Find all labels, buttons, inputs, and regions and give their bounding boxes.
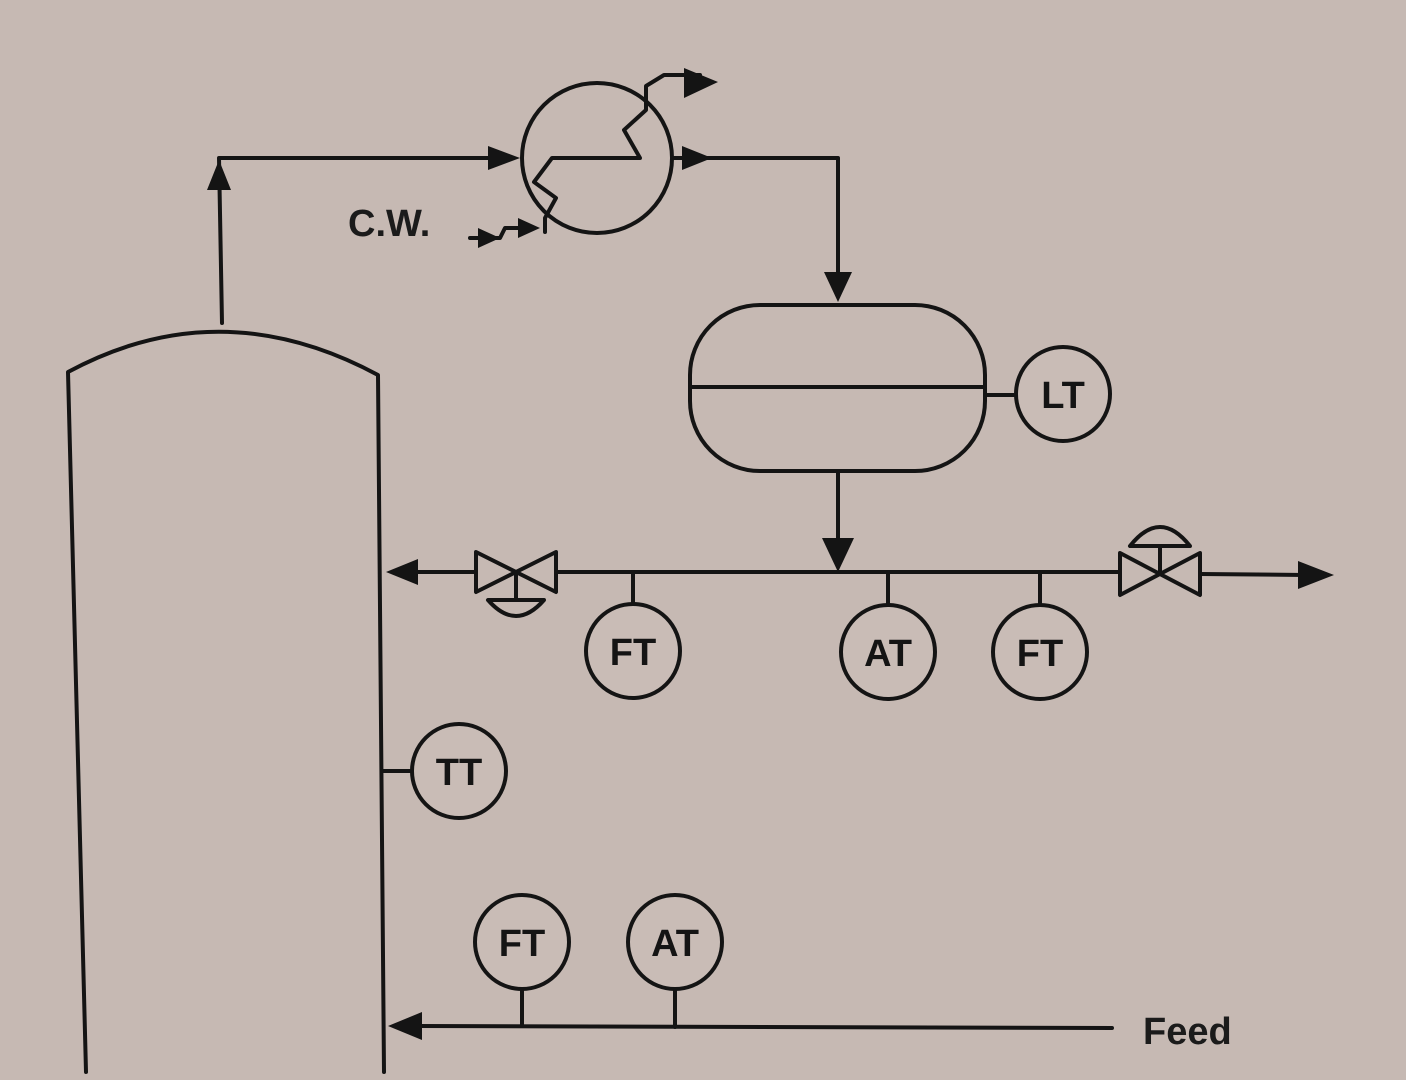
overhead-up-arrow [207, 160, 231, 190]
distillate-analyzer-bubble [839, 603, 937, 701]
level-transmitter-bubble [1014, 345, 1112, 443]
drum-outlet-arrow [822, 538, 854, 572]
cooling-water-in-arrow-2 [518, 218, 540, 238]
condensate-out-arrow [682, 146, 712, 170]
temperature-transmitter-tag: TT [436, 752, 482, 794]
feed-analyzer-tag: AT [651, 923, 699, 965]
feed-inlet-arrow [388, 1012, 422, 1040]
distillate-outlet-arrow [1298, 561, 1334, 589]
reflux-drum [688, 303, 987, 473]
feed-flow-transmitter-tag: FT [499, 923, 545, 965]
overhead-vapor-line [217, 156, 494, 325]
distillate-flow-transmitter-bubble [991, 603, 1089, 701]
reflux-to-column-arrow [386, 559, 418, 585]
feed-line [416, 1024, 1114, 1030]
reflux-flow-transmitter-bubble [584, 602, 682, 700]
level-transmitter-tag: LT [1041, 375, 1085, 417]
temperature-transmitter-bubble [410, 722, 508, 820]
distillate-analyzer-tag: AT [864, 633, 912, 675]
cooling-water-label: C.W. [348, 203, 430, 245]
distillate-control-valve [1118, 525, 1202, 597]
condenser-exchanger [520, 73, 702, 235]
reflux-control-valve [474, 550, 558, 618]
distillate-outlet-line [1198, 572, 1307, 577]
distillation-column [66, 329, 386, 1074]
feed-analyzer-bubble [626, 893, 724, 991]
feed-label: Feed [1143, 1011, 1232, 1053]
overhead-right-arrow [488, 146, 520, 170]
distillate-flow-transmitter-tag: FT [1017, 633, 1063, 675]
drum-inlet-arrow [824, 272, 852, 302]
reflux-flow-transmitter-tag: FT [610, 632, 656, 674]
condensate-line [670, 156, 840, 284]
feed-flow-transmitter-bubble [473, 893, 571, 991]
cooling-water-out-arrow [684, 68, 718, 98]
cooling-water-in-arrow-1 [478, 228, 500, 248]
